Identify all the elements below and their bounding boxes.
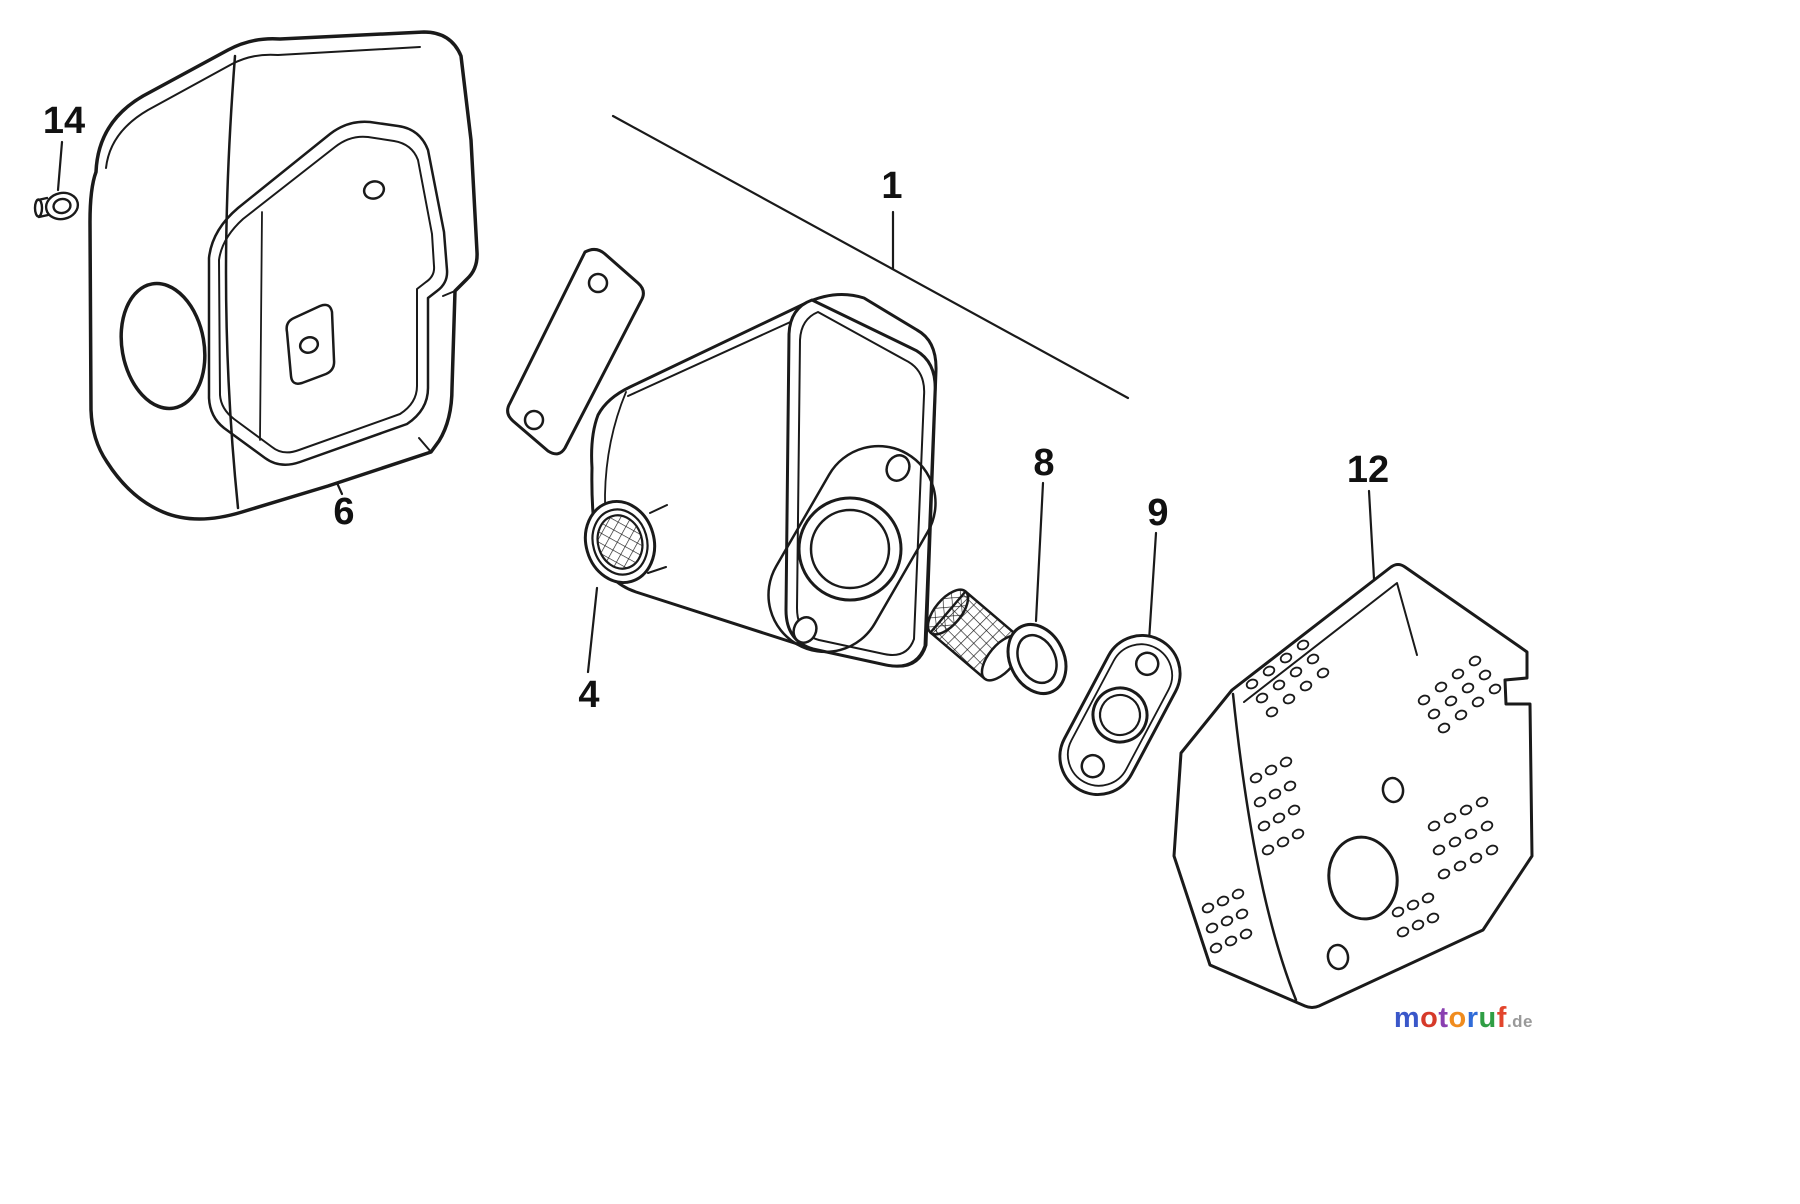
watermark-letter: m: [1393, 1002, 1421, 1034]
leader-lines: [56, 114, 1376, 674]
perforation-holes: [1201, 639, 1502, 954]
flange-bolt-part-14: [33, 191, 80, 221]
muffler-cover-part-6: [88, 30, 479, 521]
part-label-12: 12: [1346, 449, 1390, 491]
watermark-letter: u: [1478, 1002, 1497, 1034]
watermark-logo[interactable]: motoruf.de: [1394, 1002, 1533, 1035]
arrester-screen-part-8: [926, 588, 1068, 695]
heat-shield-part-12: [1172, 563, 1534, 1009]
watermark-letter: f: [1496, 1002, 1507, 1034]
watermark-letter: o: [1420, 1002, 1439, 1034]
gasket-plate-part-4: [506, 247, 645, 456]
gasket-part-9: [1058, 634, 1182, 796]
watermark-letter: r: [1466, 1002, 1479, 1034]
part-label-8: 8: [1033, 442, 1055, 484]
part-label-9: 9: [1147, 492, 1169, 534]
watermark-suffix: .de: [1506, 1012, 1533, 1031]
muffler-part-1: [583, 292, 938, 668]
watermark-letter: o: [1448, 1002, 1467, 1034]
part-label-6: 6: [333, 491, 355, 533]
part-label-14: 14: [42, 100, 86, 142]
part-label-1: 1: [881, 165, 903, 207]
part-label-4: 4: [578, 674, 600, 716]
watermark-letter: t: [1438, 1002, 1449, 1034]
outlet-port-screen: [583, 499, 668, 585]
